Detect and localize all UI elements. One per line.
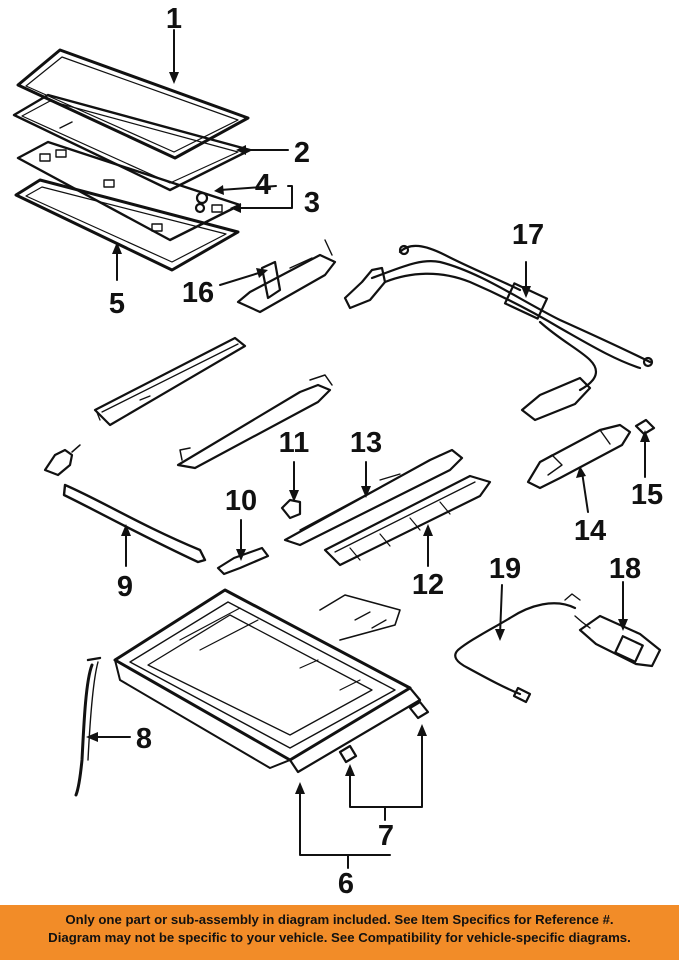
disclaimer-line-2: Diagram may not be specific to your vehi… <box>48 930 631 945</box>
bracket-part <box>236 239 337 314</box>
callout-8: 8 <box>136 723 152 755</box>
side-rail-upper-part <box>283 448 464 547</box>
drive-cable-assembly-part <box>343 244 654 422</box>
mid-guide-rail-part <box>176 374 333 470</box>
rail-bracket-part <box>526 423 632 490</box>
arrowheads <box>86 72 650 794</box>
callout-10: 10 <box>225 485 257 517</box>
clip-part <box>216 546 270 576</box>
callout-19: 19 <box>489 553 521 585</box>
callout-16: 16 <box>182 277 214 309</box>
callout-2: 2 <box>294 137 310 169</box>
wind-deflector-part <box>43 444 207 564</box>
callout-17: 17 <box>512 219 544 251</box>
disclaimer-line-1: Only one part or sub-assembly in diagram… <box>65 912 614 927</box>
callout-labels: 1 2 3 4 5 6 7 8 9 10 11 12 13 14 15 16 1… <box>109 3 663 900</box>
drain-hose-part <box>74 656 102 797</box>
wiring-harness-part <box>454 593 581 704</box>
callout-11: 11 <box>279 427 310 459</box>
sunroof-housing-part <box>113 588 422 774</box>
callout-3: 3 <box>304 187 320 219</box>
small-clip-part <box>634 418 656 436</box>
callout-18: 18 <box>609 553 641 585</box>
callout-15: 15 <box>631 479 663 511</box>
sunshade-part <box>14 178 240 272</box>
callout-7: 7 <box>378 820 394 852</box>
side-rail-lower-part <box>323 474 492 567</box>
callout-14: 14 <box>574 515 606 547</box>
sunroof-parts-diagram: 1 2 3 4 5 6 7 8 9 10 11 12 13 14 15 16 1… <box>12 3 663 900</box>
fastener-part <box>194 191 209 214</box>
callout-12: 12 <box>412 569 444 601</box>
callout-13: 13 <box>350 427 382 459</box>
left-guide-rail-part <box>93 336 247 427</box>
guide-block-part <box>280 498 302 520</box>
callout-1: 1 <box>166 3 182 35</box>
callout-9: 9 <box>117 571 133 603</box>
callout-5: 5 <box>109 288 125 320</box>
callout-4: 4 <box>255 169 271 201</box>
sunroof-motor-part <box>574 614 662 668</box>
callout-6: 6 <box>338 868 354 900</box>
disclaimer-banner: Only one part or sub-assembly in diagram… <box>0 905 679 960</box>
mounting-bolts-part <box>338 700 430 764</box>
glass-panel-part <box>16 48 250 160</box>
